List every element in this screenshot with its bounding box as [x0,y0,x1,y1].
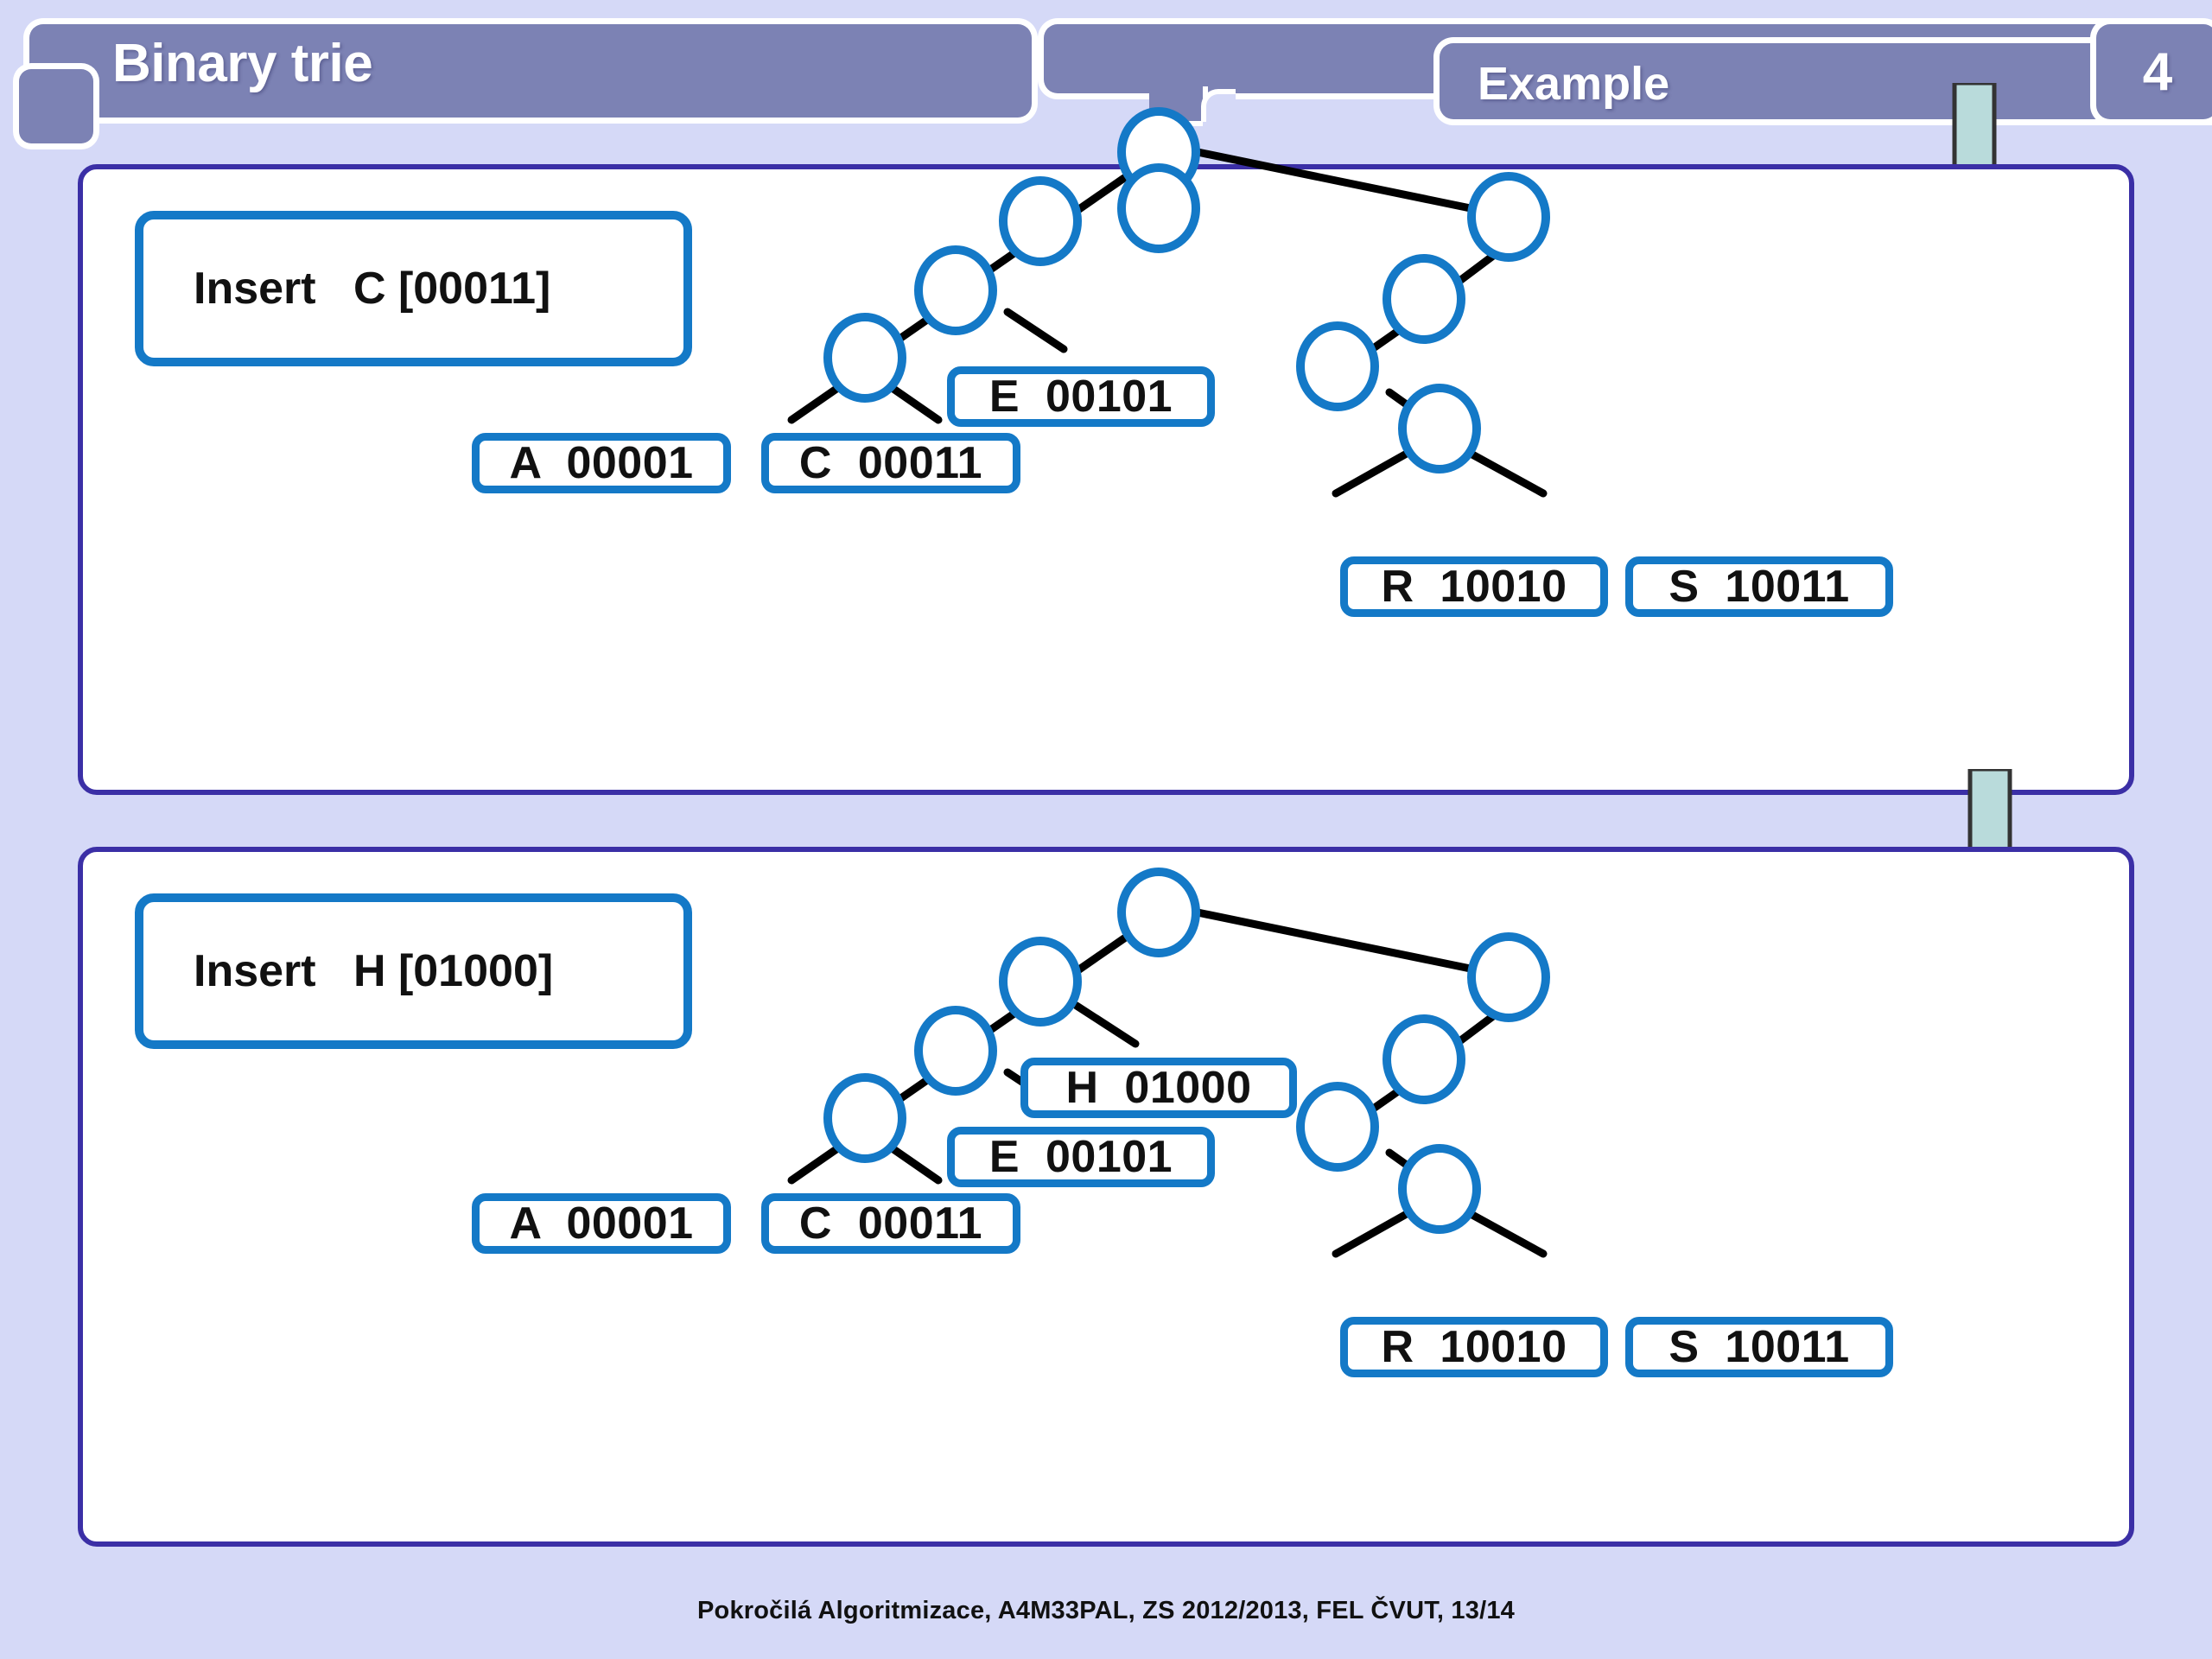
leaf-node-e: E 00101 [947,366,1215,427]
trie-node-r4 [1398,384,1481,474]
panel-insert-h: Insert H [01000] [78,847,2134,1547]
leaf2-node-h: H 01000 [1020,1058,1297,1118]
insert-label-h: Insert H [01000] [135,893,692,1049]
title-bar [29,24,1032,118]
insert-label-c: Insert C [00011] [135,211,692,366]
trie2-node-r3 [1296,1082,1379,1172]
panel-insert-c: Insert C [00011] [78,107,2134,795]
edge-r4-leafR [1332,450,1409,498]
leaf2-node-c: C 00011 [761,1193,1020,1254]
leaf2-node-e: E 00101 [947,1127,1215,1187]
slide-header: Binary trie Example 4 [0,0,2212,143]
trie-node-l3 [823,313,906,403]
trie-node-r2 [1382,254,1465,344]
trie2-node-l3 [823,1073,906,1163]
trie2-node-l2 [914,1006,997,1096]
trie2-node-r1 [1467,932,1550,1022]
header-notch-inner [1201,89,1236,122]
trie-node-r3 [1296,321,1379,411]
trie2-node-r4 [1398,1144,1481,1234]
leaf-node-r: R 10010 [1340,556,1608,617]
leaf-node-a: A 00001 [472,433,731,493]
section-label: Example [1478,58,1670,110]
trie2-node-root [1117,868,1200,957]
edge2-l1-leafH [1072,1001,1140,1048]
page-number: 4 [2142,42,2173,102]
leaf-node-s: S 10011 [1625,556,1893,617]
trie-node-l2 [914,245,997,335]
trie-node-l1 [999,176,1082,266]
leaf2-node-a: A 00001 [472,1193,731,1254]
leaf2-node-r: R 10010 [1340,1317,1608,1377]
edge-l2-leafE [1003,308,1068,353]
leaf-node-c: C 00011 [761,433,1020,493]
trie-diagram-2 [787,868,1550,1258]
trie-node-root-visible [1117,163,1200,253]
trie-node-r1 [1467,172,1550,262]
trie2-node-l1 [999,937,1082,1027]
edge2-r4-leafS [1468,1211,1548,1258]
trie2-node-r2 [1382,1014,1465,1104]
edge2-root-right [1193,908,1496,977]
edge-r4-leafS [1468,450,1548,498]
page-title: Binary trie [112,34,373,93]
trie-nodes-2 [823,868,1550,1234]
edge2-r4-leafR [1332,1211,1409,1258]
section-label-bar [1440,43,2212,119]
page-number-bar [2096,24,2212,119]
slide-footer: Pokročilá Algoritmizace, A4M33PAL, ZS 20… [696,1597,1515,1624]
header-decoration-square [19,69,93,143]
trie-root-wrapper-1 [1117,163,1200,253]
leaf2-node-s: S 10011 [1625,1317,1893,1377]
edge-root-right [1193,148,1496,217]
